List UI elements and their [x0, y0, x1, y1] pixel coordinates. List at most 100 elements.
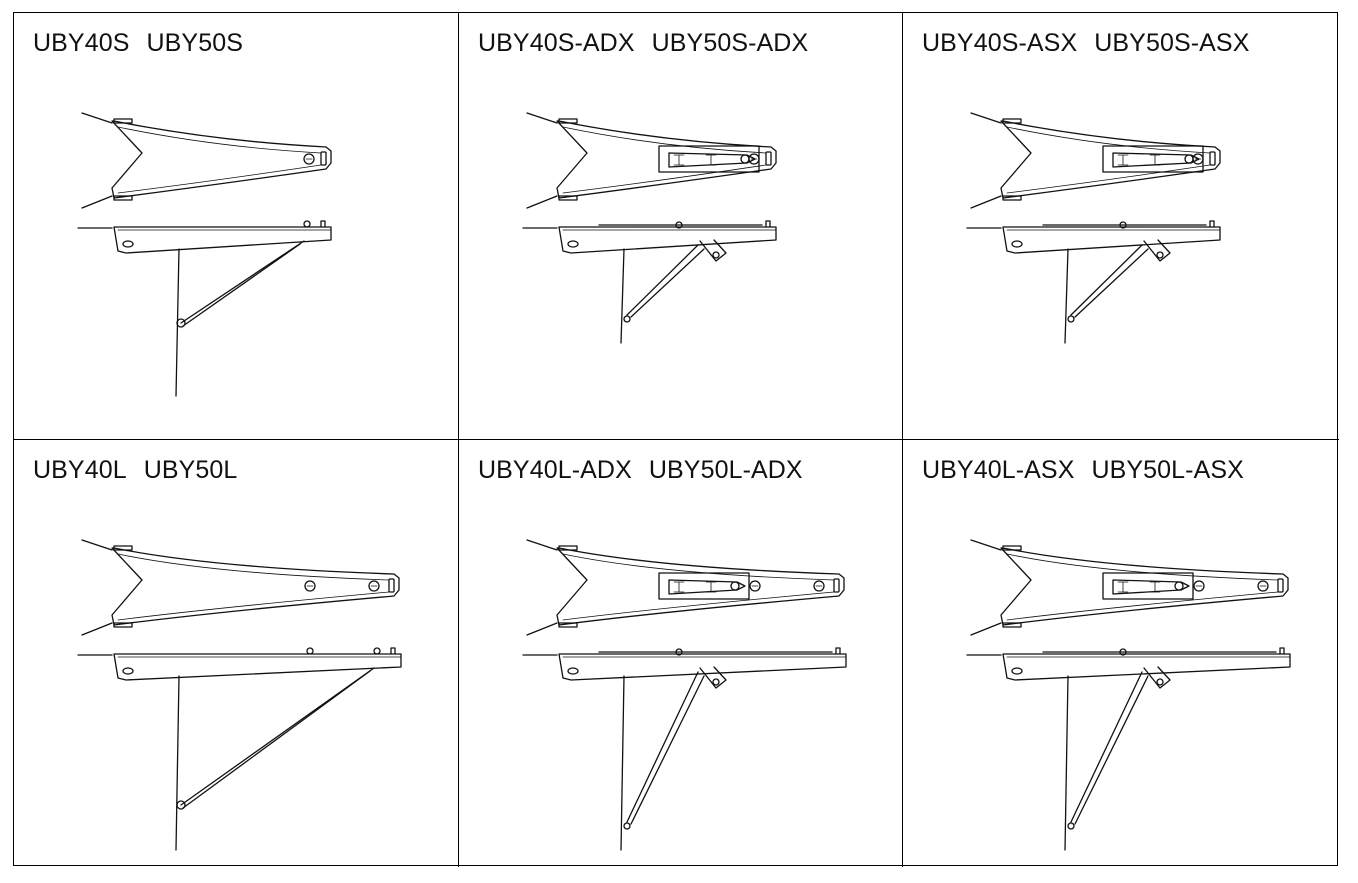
mounting-hole [123, 668, 133, 674]
mounting-hole [568, 241, 578, 247]
clamp-bottom [1003, 623, 1021, 627]
clamp-top [1003, 546, 1021, 550]
arm-end-slot [321, 152, 326, 165]
clamp-top [559, 546, 577, 550]
strut-pivot-icon [624, 823, 630, 829]
panel-label: UBY40S-ASX UBY50S-ASX [922, 29, 1250, 58]
adapter-clip-icon [1118, 582, 1128, 592]
lock-knob-icon [814, 581, 824, 591]
bracket-drawing [459, 440, 903, 867]
arm-end-slot [1210, 152, 1215, 165]
arm-top-edge [118, 554, 389, 580]
panel-6: UBY40L-ASX UBY50L-ASX [903, 440, 1339, 867]
arm-side-view [559, 654, 846, 680]
strut-pivot-icon [177, 319, 185, 327]
panel-label: UBY40S UBY50S [33, 29, 243, 58]
arm-end-slot [389, 579, 394, 592]
model-name-50: UBY50L-ASX [1091, 456, 1244, 484]
wall-line-top [82, 540, 112, 550]
end-stop [1280, 648, 1284, 654]
knob-side-icon [1120, 222, 1126, 228]
mounting-hole [568, 668, 578, 674]
lock-knob-icon [1194, 581, 1204, 591]
arm-top-view [112, 548, 399, 625]
arm-bottom-edge [1007, 165, 1210, 193]
model-name-40: UBY40L [33, 456, 127, 484]
wall-line-top [527, 540, 557, 550]
arm-top-view [1001, 121, 1220, 198]
gas-strut [1071, 245, 1142, 315]
gas-strut-edge [1075, 676, 1148, 824]
adapter-slot [1113, 580, 1189, 594]
strut-pivot-icon [1068, 823, 1074, 829]
wall-line-top [82, 113, 112, 123]
gas-strut [1071, 672, 1142, 822]
adapter-slot [669, 153, 755, 167]
adapter-clip-icon [1150, 155, 1160, 165]
adapter-knob-icon [1175, 582, 1183, 590]
adapter-knob-icon [1185, 155, 1193, 163]
wall-line-top [971, 113, 1001, 123]
model-name-40: UBY40L-ADX [478, 456, 632, 484]
adapter-plate [1103, 573, 1193, 599]
arm-bottom-edge [563, 592, 834, 620]
arm-top-view [557, 121, 776, 198]
bracket-drawing [903, 13, 1339, 440]
clamp-top [1003, 119, 1021, 123]
arm-top-view [557, 548, 844, 625]
gas-strut-edge [1075, 249, 1148, 317]
model-name-50: UBY50S-ASX [1094, 29, 1250, 57]
end-stop [391, 648, 395, 654]
model-name-40: UBY40S-ASX [922, 29, 1078, 57]
wall-line-bottom [82, 196, 112, 208]
model-name-50: UBY50S-ADX [651, 29, 809, 57]
gas-strut [627, 672, 698, 822]
arm-top-view [1001, 548, 1288, 625]
mounting-hole [1012, 668, 1022, 674]
lock-knob-icon [1258, 581, 1268, 591]
arm-top-edge [1007, 127, 1210, 153]
adapter-clip-icon [674, 155, 684, 165]
arm-side-view [1003, 227, 1220, 253]
model-name-40: UBY40S [33, 29, 130, 57]
bracket-pin-icon [713, 252, 719, 258]
bracket-pin-icon [1157, 252, 1163, 258]
gas-strut [627, 245, 698, 315]
arm-side-view [114, 227, 331, 253]
bracket-drawing [459, 13, 903, 440]
arm-side-view [1003, 654, 1290, 680]
clamp-top [114, 119, 132, 123]
model-name-40: UBY40L-ASX [922, 456, 1075, 484]
clamp-bottom [114, 196, 132, 200]
wall-line-bottom [971, 196, 1001, 208]
adapter-clip-icon [674, 582, 684, 592]
mast-line [1065, 676, 1068, 850]
arm-top-edge [563, 127, 766, 153]
arm-end-slot [834, 579, 839, 592]
knob-side-icon [1120, 649, 1126, 655]
wall-line-bottom [82, 623, 112, 635]
arm-top-view [112, 121, 331, 198]
gas-strut-edge [631, 676, 704, 824]
strut-rod-edge [183, 244, 300, 326]
end-stop [836, 648, 840, 654]
clamp-top [114, 546, 132, 550]
arm-bottom-edge [563, 165, 766, 193]
panel-1: UBY40S UBY50S [14, 13, 459, 440]
mounting-hole [123, 241, 133, 247]
arm-side-view [114, 654, 401, 680]
mast-line [621, 249, 624, 343]
model-name-50: UBY50S [146, 29, 243, 57]
arm-end-slot [766, 152, 771, 165]
wall-line-bottom [527, 196, 557, 208]
arm-side-view [559, 227, 776, 253]
knob-side-icon [307, 648, 313, 654]
bracket-drawing [14, 13, 459, 440]
gas-strut-edge [631, 249, 704, 317]
end-stop [766, 221, 770, 227]
mast-line [621, 676, 624, 850]
arm-bottom-edge [118, 592, 389, 620]
arm-bottom-edge [1007, 592, 1278, 620]
